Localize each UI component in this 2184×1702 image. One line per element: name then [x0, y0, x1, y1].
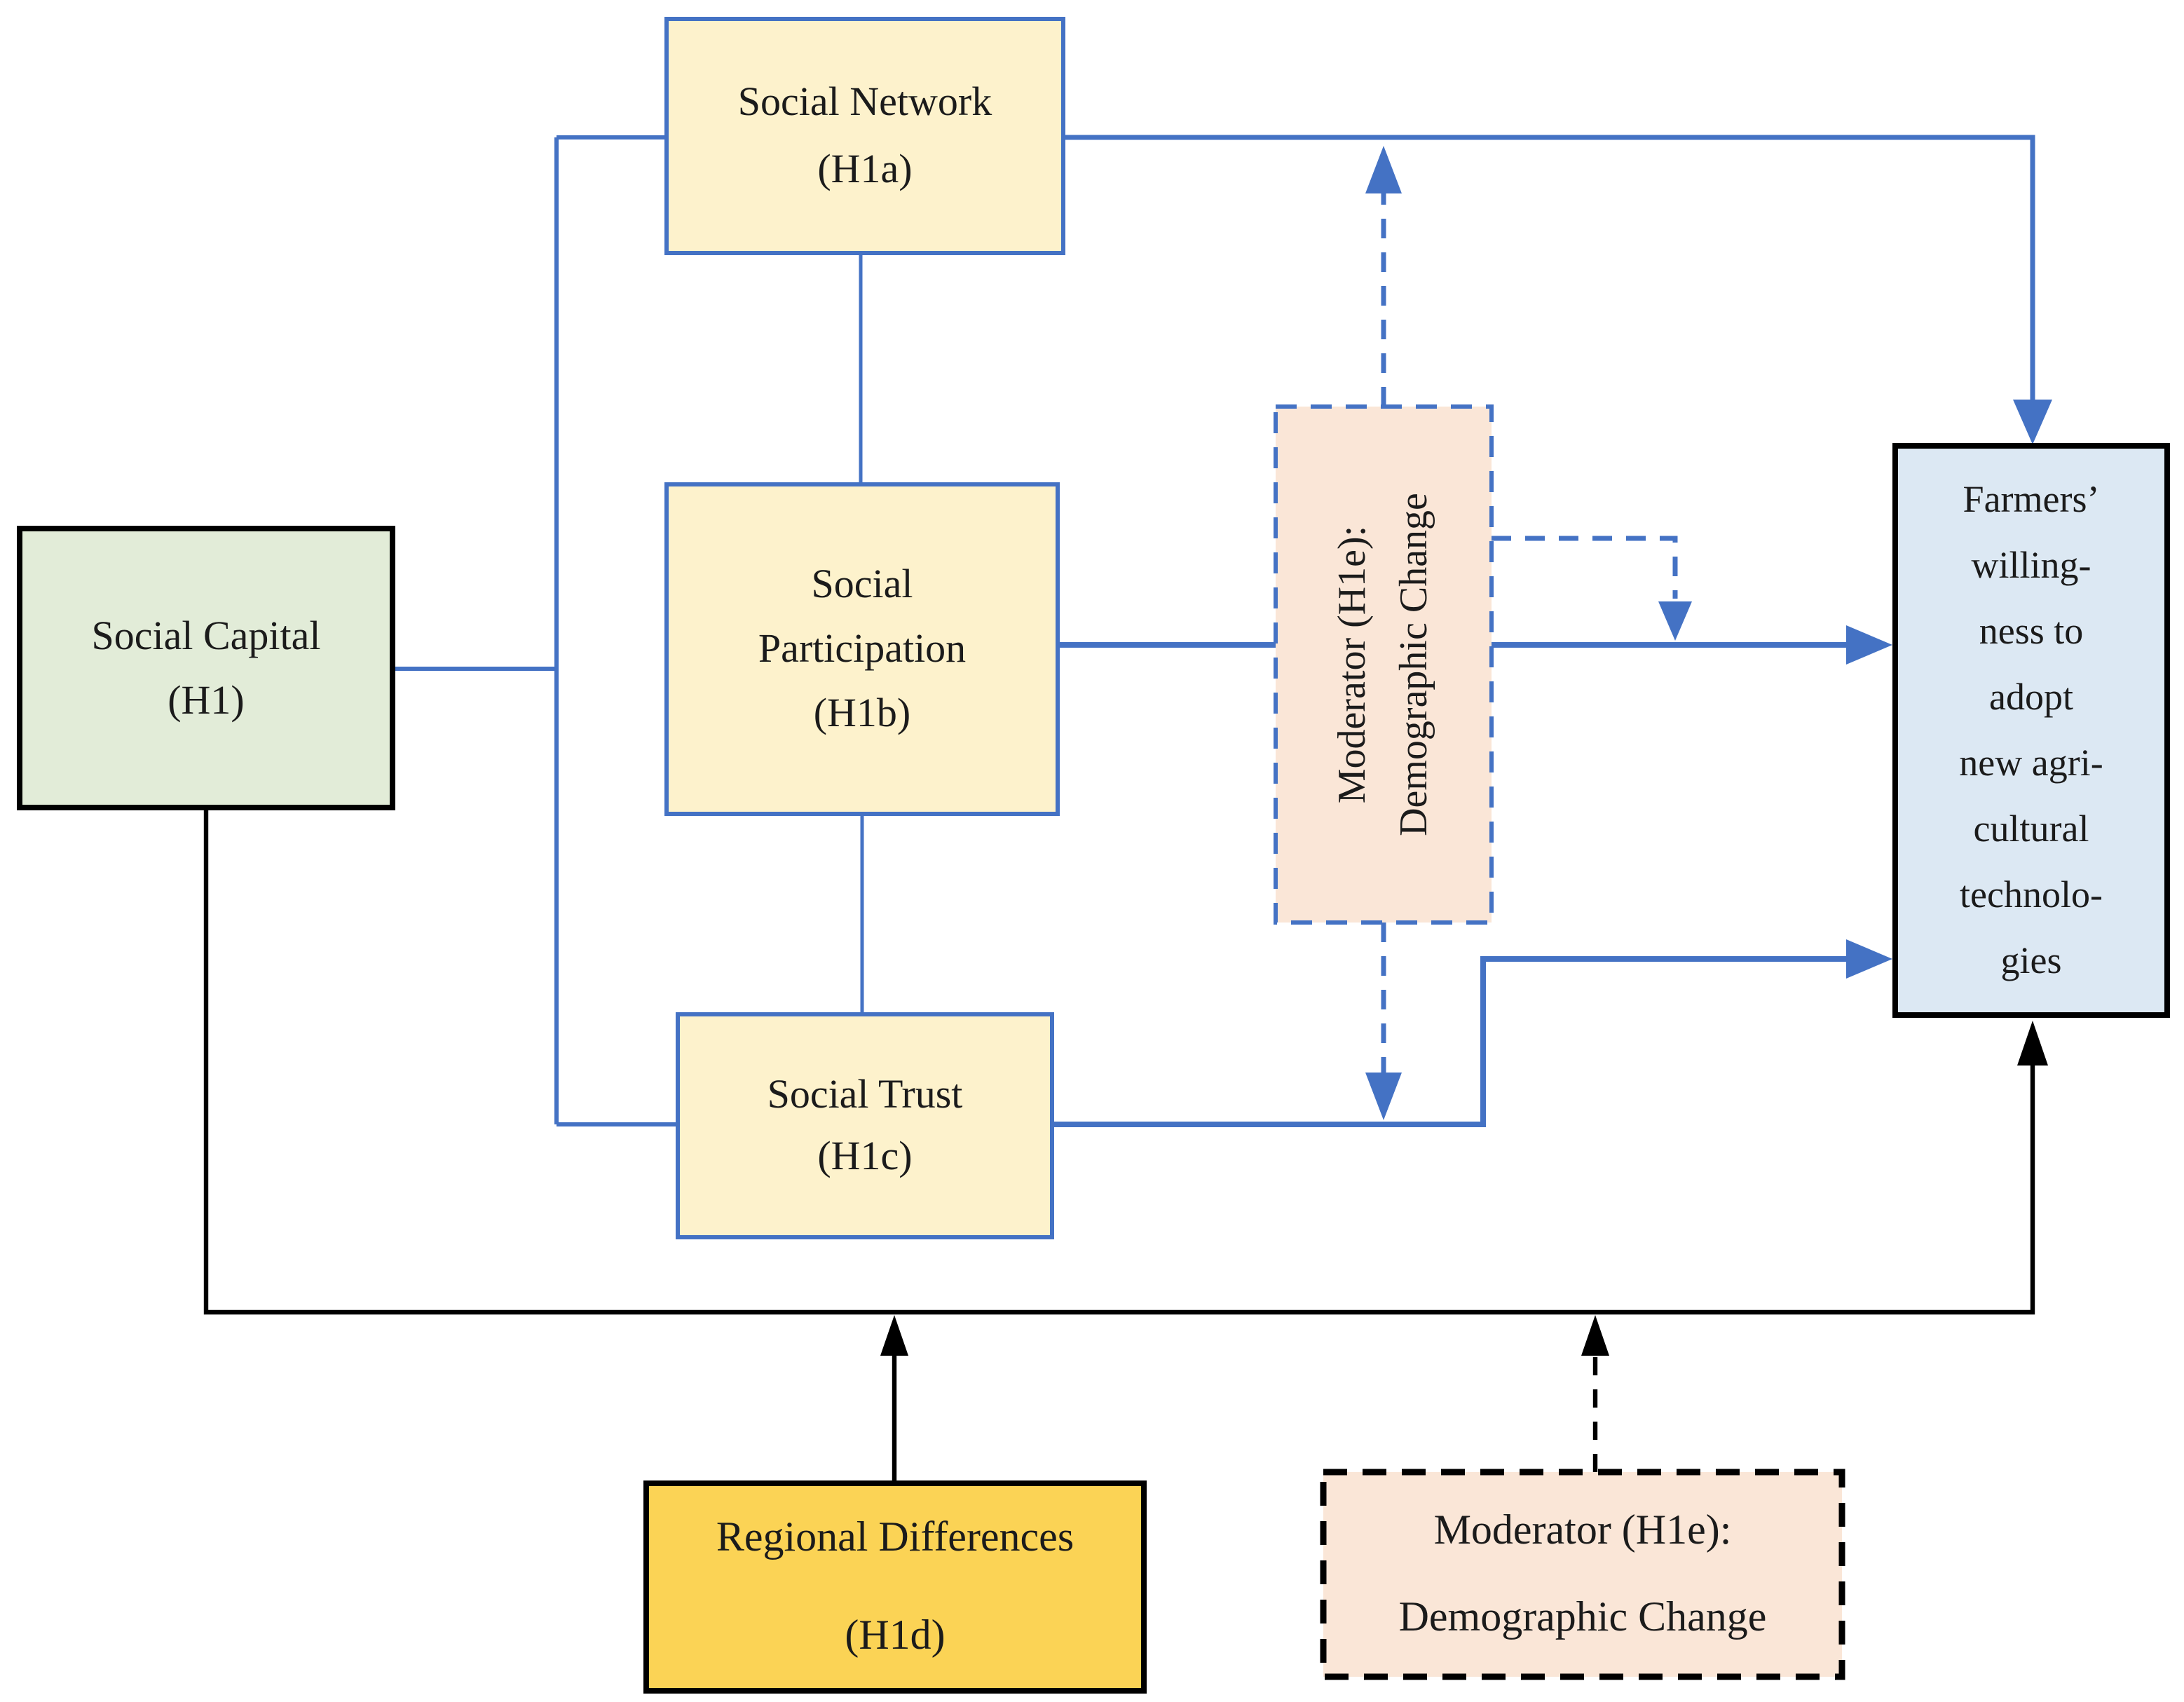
farmers-line-3: ness to: [1979, 610, 2084, 652]
arrow-social-trust-to-farmers: [1054, 939, 1892, 1127]
farmers-line-2: willing-: [1971, 544, 2091, 586]
social-trust-box: Social Trust (H1c): [676, 1012, 1054, 1239]
arrow-moderator-to-trust-path: [1365, 923, 1402, 1120]
farmers-line-4: adopt: [1989, 676, 2073, 718]
moderator-vertical-line-1: Moderator (H1e):: [1330, 525, 1374, 804]
arrow-moderator-to-network-path: [1365, 146, 1402, 407]
social-participation-label-2: Participation: [758, 627, 967, 672]
social-trust-code: (H1c): [817, 1134, 913, 1179]
social-network-label: Social Network: [737, 80, 992, 125]
farmers-line-5: new agri-: [1959, 742, 2103, 784]
social-capital-code: (H1): [168, 678, 245, 723]
farmers-willingness-box: Farmers’ willing- ness to adopt new agri…: [1892, 443, 2170, 1018]
farmers-line-7: technolo-: [1960, 873, 2103, 915]
social-trust-label: Social Trust: [767, 1073, 963, 1117]
social-network-box: Social Network (H1a): [664, 17, 1065, 255]
social-participation-code: (H1b): [813, 691, 911, 736]
farmers-line-8: gies: [2000, 939, 2062, 981]
social-network-code: (H1a): [817, 147, 913, 192]
farmers-line-6: cultural: [1973, 808, 2089, 850]
connector-social-capital-trunk: [395, 135, 676, 1126]
farmers-line-1: Farmers’: [1963, 478, 2100, 520]
moderator-vertical-label: Moderator (H1e): Demographic Change: [1276, 407, 1492, 923]
moderator-bottom-box: [1320, 1469, 1845, 1680]
arrow-moderator-bottom-to-path: [1581, 1315, 1609, 1472]
regional-differences-box: Regional Differences (H1d): [643, 1480, 1147, 1694]
social-capital-label: Social Capital: [91, 613, 321, 658]
moderator-vertical-box: [1274, 404, 1494, 925]
regional-differences-code: (H1d): [845, 1612, 946, 1659]
social-capital-box: Social Capital (H1): [17, 526, 395, 810]
regional-differences-label: Regional Differences: [716, 1514, 1074, 1560]
moderator-bottom-label: Moderator (H1e): Demographic Change: [1323, 1472, 1842, 1677]
arrow-moderator-to-participation-path: [1492, 536, 1692, 641]
arrow-social-network-to-farmers: [1065, 135, 2052, 444]
arrow-social-capital-to-farmers: [203, 810, 2048, 1315]
moderator-bottom-line-2: Demographic Change: [1398, 1594, 1767, 1640]
moderator-bottom-line-1: Moderator (H1e):: [1433, 1507, 1732, 1553]
social-participation-box: Social Participation (H1b): [664, 482, 1060, 816]
arrow-regional-differences-to-path: [880, 1315, 908, 1480]
social-participation-label-1: Social: [811, 562, 913, 607]
moderator-vertical-line-2: Demographic Change: [1392, 493, 1436, 836]
